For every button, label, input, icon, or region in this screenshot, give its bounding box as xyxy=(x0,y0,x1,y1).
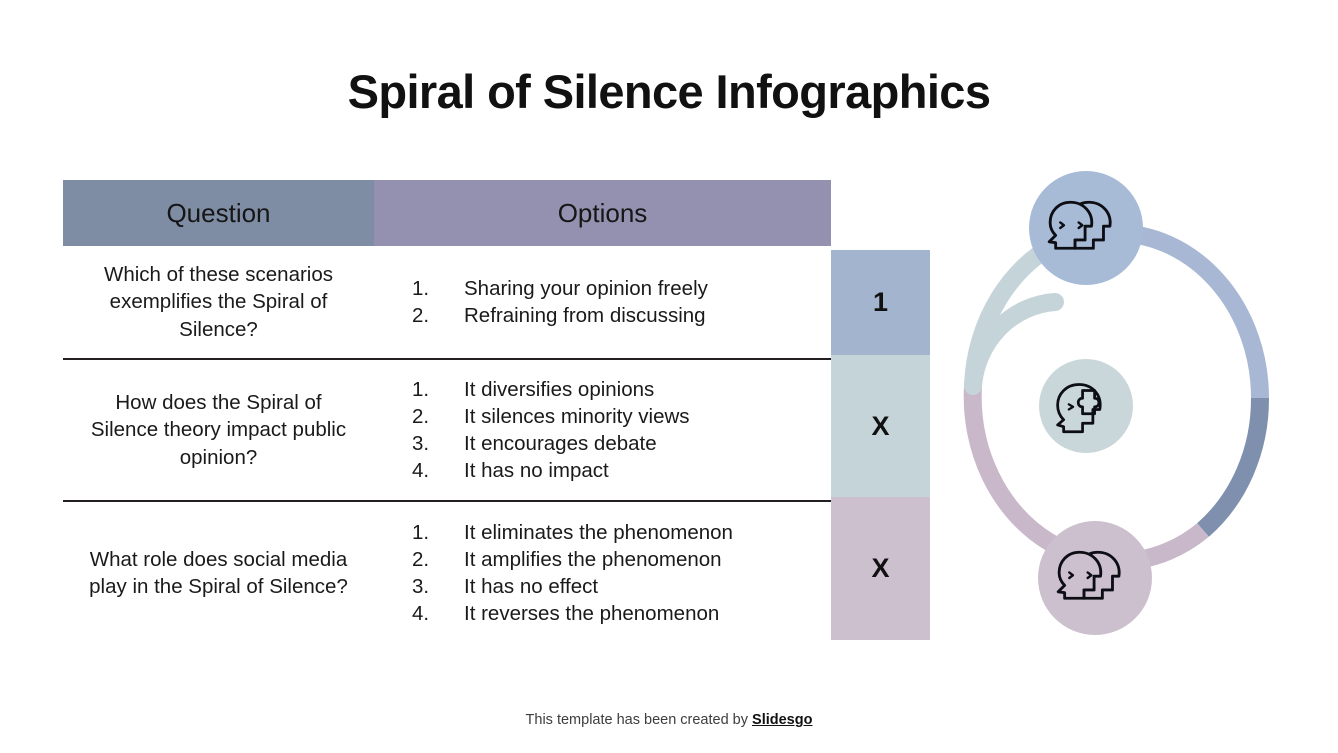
option-label: It reverses the phenomenon xyxy=(464,602,720,626)
option-number: 2. xyxy=(412,304,430,327)
spiral-arc-light-blue xyxy=(1114,224,1269,399)
option-item: 4. It has no impact xyxy=(412,457,831,484)
option-item: 2. It silences minority views xyxy=(412,403,831,430)
spiral-arc-mauve xyxy=(963,385,1209,571)
two-heads-icon xyxy=(1047,200,1112,250)
options-cell: 1. Sharing your opinion freely 2. Refrai… xyxy=(374,246,831,358)
spiral-arc-dark-blue xyxy=(1196,397,1270,537)
options-cell: 1. It eliminates the phenomenon 2. It am… xyxy=(374,502,831,644)
table-row: What role does social media play in the … xyxy=(63,502,831,644)
option-label: Refraining from discussing xyxy=(464,304,706,327)
footer-text: This template has been created by xyxy=(525,712,753,728)
option-item: 1. It diversifies opinions xyxy=(412,376,831,403)
option-item: 2. Refraining from discussing xyxy=(412,302,831,329)
answer-cell: X xyxy=(831,355,930,497)
option-label: It amplifies the phenomenon xyxy=(464,547,722,571)
answer-cell: 1 xyxy=(831,250,930,355)
option-item: 3. It encourages debate xyxy=(412,430,831,457)
answer-column: 1 X X xyxy=(831,250,930,640)
spiral-node-circle-2 xyxy=(1039,359,1133,453)
option-number: 3. xyxy=(412,432,430,455)
table-header-row: Question Options xyxy=(63,180,831,246)
option-number: 2. xyxy=(412,404,430,428)
option-label: It has no impact xyxy=(464,459,609,483)
option-label: It diversifies opinions xyxy=(464,377,655,401)
question-cell: How does the Spiral of Silence theory im… xyxy=(90,390,347,469)
option-item: 4. It reverses the phenomenon xyxy=(412,600,831,627)
option-label: It eliminates the phenomenon xyxy=(464,520,733,544)
option-label: It silences minority views xyxy=(464,404,690,428)
option-item: 3. It has no effect xyxy=(412,573,831,600)
options-cell: 1. It diversifies opinions 2. It silence… xyxy=(374,360,831,500)
question-cell: What role does social media play in the … xyxy=(89,547,348,598)
option-number: 1. xyxy=(412,520,430,544)
option-label: Sharing your opinion freely xyxy=(464,276,708,300)
question-cell: Which of these scenarios exemplifies the… xyxy=(103,262,334,341)
spiral-arc-teal-inner xyxy=(964,293,1064,395)
qa-table: Question Options Which of these scenario… xyxy=(63,180,831,644)
head-with-puzzle-icon xyxy=(1056,383,1102,434)
option-label: It has no effect xyxy=(464,575,599,598)
footer-credit: This template has been created by Slides… xyxy=(0,712,1338,728)
page-title: Spiral of Silence Infographics xyxy=(347,65,991,118)
option-item: 2. It amplifies the phenomenon xyxy=(412,546,831,573)
slidesgo-link[interactable]: Slidesgo xyxy=(752,712,813,728)
option-number: 2. xyxy=(412,547,430,571)
two-heads-icon xyxy=(1056,550,1121,600)
option-item: 1. Sharing your opinion freely xyxy=(412,275,831,302)
option-number: 1. xyxy=(412,377,430,401)
spiral-diagram xyxy=(955,168,1300,643)
option-item: 1. It eliminates the phenomenon xyxy=(412,519,831,546)
option-number: 4. xyxy=(412,602,430,626)
option-number: 4. xyxy=(412,459,430,483)
option-number: 1. xyxy=(412,276,430,300)
column-header-question: Question xyxy=(63,180,374,246)
option-label: It encourages debate xyxy=(464,432,657,455)
column-header-options: Options xyxy=(374,180,831,246)
answer-cell: X xyxy=(831,497,930,640)
table-row: Which of these scenarios exemplifies the… xyxy=(63,246,831,360)
table-row: How does the Spiral of Silence theory im… xyxy=(63,360,831,502)
option-number: 3. xyxy=(412,575,430,598)
